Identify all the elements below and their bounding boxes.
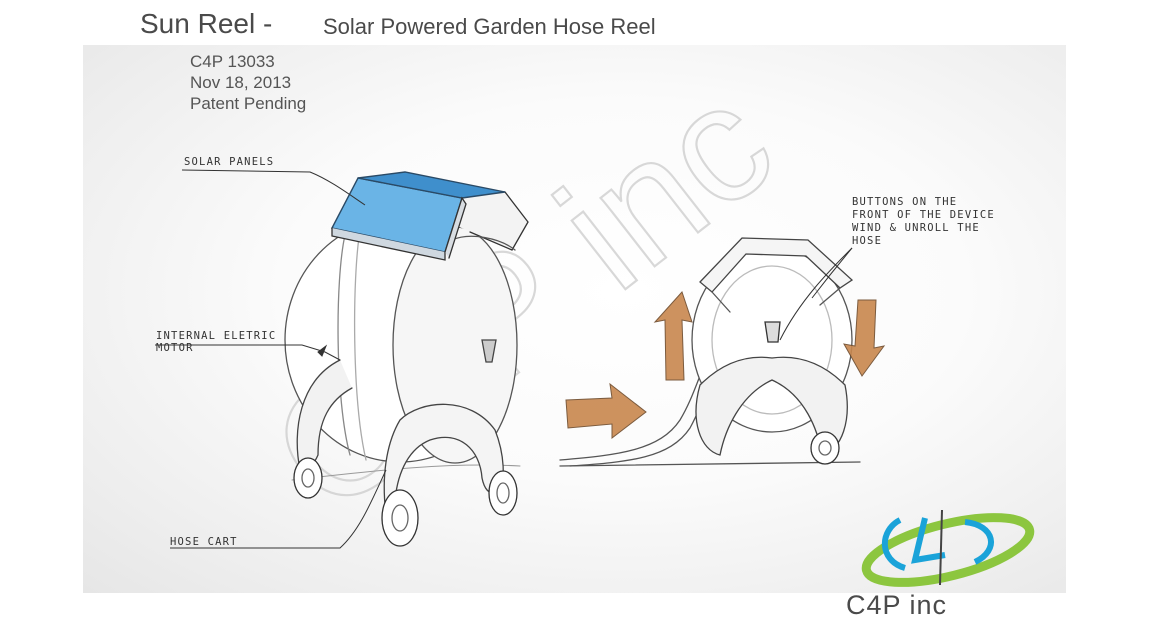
page-subtitle: Solar Powered Garden Hose Reel xyxy=(323,14,656,39)
project-date: Nov 18, 2013 xyxy=(190,73,292,92)
rotate-arrow-left-icon xyxy=(653,291,693,381)
company-logo-text: C4P inc xyxy=(846,590,948,620)
solar-panel-top xyxy=(357,171,506,199)
page-title: Sun Reel - xyxy=(140,8,273,39)
callout-motor-line2: MOTOR xyxy=(156,342,194,354)
reel-left xyxy=(284,171,529,547)
sketch-sheet xyxy=(83,45,1066,593)
patent-status: Patent Pending xyxy=(190,94,307,113)
callout-solar-panels: SOLAR PANELS xyxy=(184,156,275,168)
project-code: C4P 13033 xyxy=(190,52,275,71)
rotate-arrow-right-icon xyxy=(843,299,886,377)
reel-right xyxy=(559,237,861,467)
callout-buttons-line1: BUTTONS ON THE xyxy=(852,196,958,208)
callout-leaders-left xyxy=(155,169,387,549)
callout-leaders-right xyxy=(779,247,853,341)
callout-hose-cart: HOSE CART xyxy=(170,536,238,548)
callout-buttons-line3: WIND & UNROLL THE xyxy=(852,222,980,234)
callout-motor-line1: INTERNAL ELETRIC xyxy=(156,330,277,342)
company-logo xyxy=(861,509,1035,587)
callout-buttons-line4: HOSE xyxy=(852,235,883,247)
direction-arrow-icon xyxy=(565,382,647,440)
callout-buttons-line2: FRONT OF THE DEVICE xyxy=(852,209,995,221)
